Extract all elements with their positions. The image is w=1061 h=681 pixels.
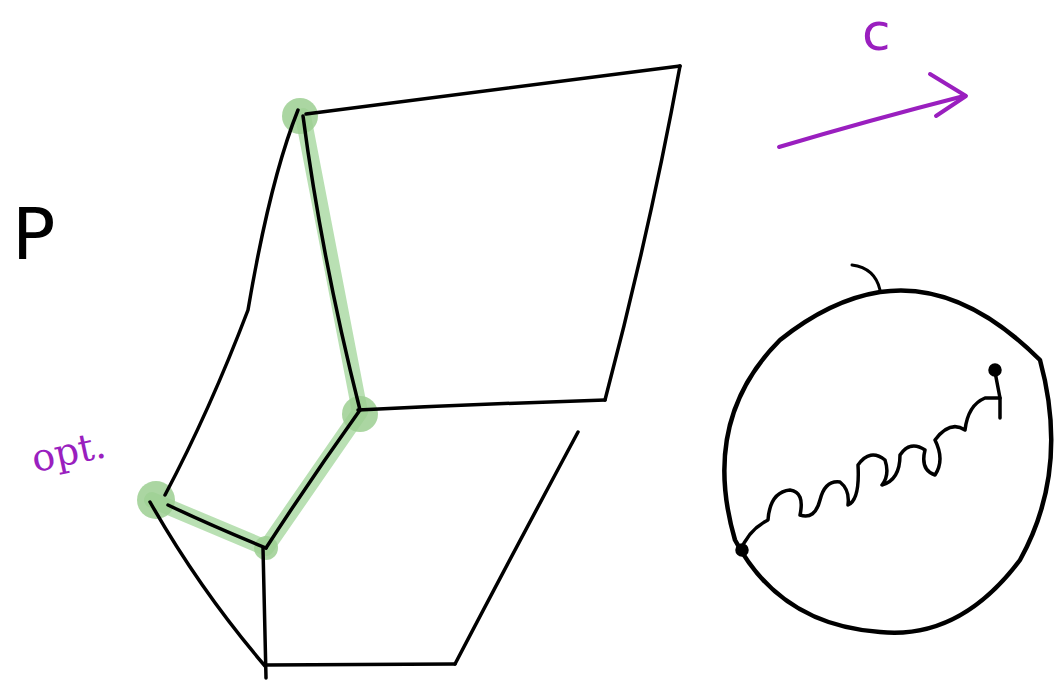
wiggly-path (737, 365, 1000, 555)
optimal-path-highlight (152, 116, 360, 548)
polytope-label: P (12, 198, 55, 270)
zoom-circle (724, 265, 1051, 633)
vector-label: c (862, 6, 891, 58)
objective-arrow (779, 74, 966, 147)
polytope-edges (150, 66, 680, 678)
highlight-dots (137, 98, 378, 560)
optimum-label: opt. (28, 425, 109, 478)
